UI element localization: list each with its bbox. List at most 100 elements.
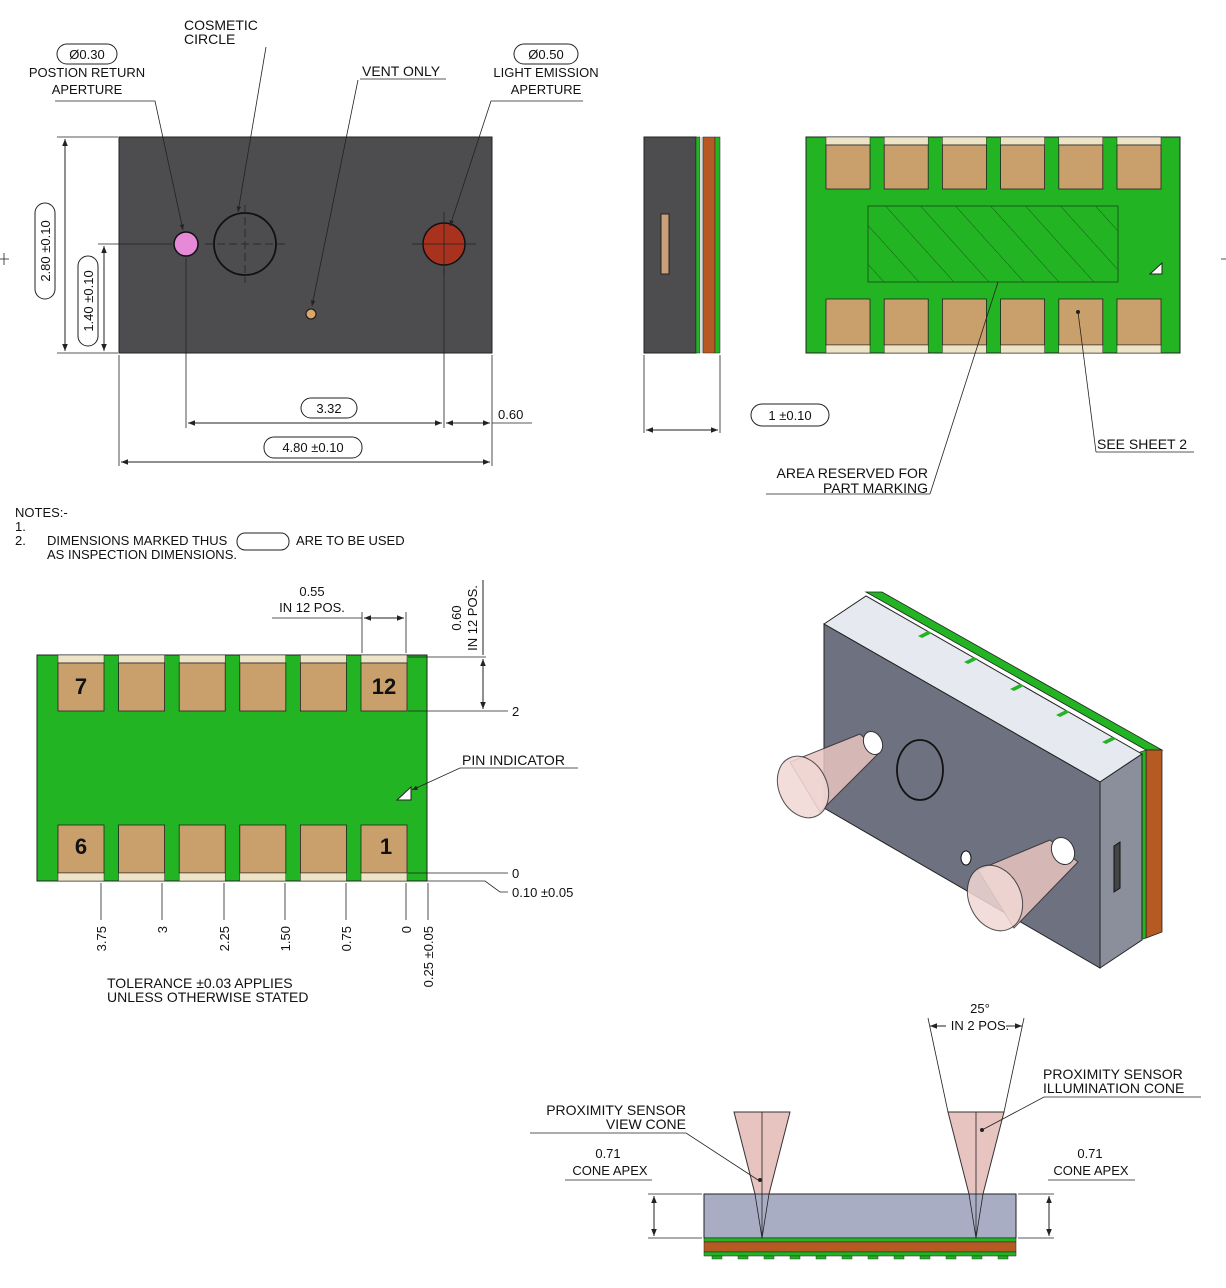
pad (360, 824, 408, 874)
dim-thickness: 1 ±0.10 (768, 408, 811, 423)
pad (883, 298, 929, 346)
apex-right-lbl: CONE APEX (1053, 1163, 1128, 1178)
pad (1000, 298, 1045, 346)
cone-angle: 25° (970, 1001, 990, 1016)
pad-edge (789, 1255, 801, 1260)
pin-6: 6 (75, 834, 87, 859)
pad-edge (57, 872, 105, 882)
apex-right-val: 0.71 (1077, 1146, 1102, 1161)
pad (299, 662, 347, 712)
position-return-dia: Ø0.30 (69, 47, 104, 62)
pad-edge (997, 1255, 1009, 1260)
pad-edge (178, 872, 226, 882)
pad-edge (118, 872, 165, 882)
isometric-view (776, 591, 1164, 969)
part-marking-area (867, 205, 1119, 283)
pad-len: 0.60 (449, 605, 464, 630)
pad-edge (1116, 344, 1162, 354)
footprint-pads (57, 654, 408, 882)
light-emission-dia: Ø0.50 (528, 47, 563, 62)
pin-1: 1 (380, 834, 392, 859)
note-2-text-a: DIMENSIONS MARKED THUS (47, 533, 228, 548)
apex-left-val: 0.71 (595, 1146, 620, 1161)
pad (239, 662, 287, 712)
cone-view-body (703, 1193, 1017, 1239)
pad-edge (1000, 344, 1045, 354)
pad (118, 824, 165, 874)
pad-edge (737, 1255, 749, 1260)
pad (118, 662, 165, 712)
pad (942, 298, 987, 346)
dim-width: 4.80 ±0.10 (282, 440, 343, 455)
pad-edge (883, 136, 929, 146)
note-2-text-c: AS INSPECTION DIMENSIONS. (47, 547, 237, 562)
pad (1058, 298, 1104, 346)
pad-edge (825, 136, 871, 146)
pad-edge (711, 1255, 723, 1260)
position-return-aperture (173, 231, 199, 257)
pad (825, 298, 871, 346)
pad-edge (942, 136, 987, 146)
x-ordinate-label: 1.50 (278, 926, 293, 951)
bottom-view-pads (825, 136, 1162, 354)
apex-left-lbl: CONE APEX (572, 1163, 647, 1178)
pad-edge (239, 872, 287, 882)
x-ordinate-label: 3 (155, 926, 170, 933)
pad-edge (919, 1255, 931, 1260)
pad-edge (1058, 136, 1104, 146)
pin-indicator-mark (395, 785, 412, 801)
pad-edge (118, 654, 165, 664)
y-offset: 0.10 ±0.05 (512, 885, 573, 900)
dim-half-height: 1.40 ±0.10 (81, 270, 96, 331)
pad-edge (971, 1255, 983, 1260)
x-ordinate-label: 2.25 (217, 926, 232, 951)
pad-edge (300, 872, 347, 882)
note-2-num: 2. (15, 533, 26, 548)
pad-width-qty: IN 12 POS. (279, 600, 345, 615)
pad-edge (239, 654, 287, 664)
vent-only-label: VENT ONLY (362, 63, 441, 79)
notes-title: NOTES:- (15, 505, 68, 520)
pad (360, 662, 408, 712)
pad-edge (942, 344, 987, 354)
pad (299, 824, 347, 874)
footprint-view: 7 12 6 1 PIN INDICATOR 0.55 IN 12 POS. 0… (36, 580, 578, 1005)
pad-len-qty: IN 12 POS. (465, 585, 480, 651)
pad (178, 662, 226, 712)
note-2-text-b: ARE TO BE USED (296, 533, 405, 548)
y-ordinate-0: 0 (512, 866, 519, 881)
pad-edge (178, 654, 226, 664)
iso-vent-hole (960, 850, 972, 866)
pad-edge (893, 1255, 905, 1260)
notes: NOTES:- 1. 2. DIMENSIONS MARKED THUS ARE… (15, 505, 405, 562)
dim-060: 0.60 (498, 407, 523, 422)
x-ordinate-label: 0 (399, 926, 414, 933)
pad (1116, 298, 1162, 346)
note-1: 1. (15, 519, 26, 534)
side-body (643, 136, 697, 354)
pad-edge (945, 1255, 957, 1260)
pad (57, 824, 105, 874)
pad (1000, 144, 1045, 190)
cone-angle-qty: IN 2 POS. (951, 1018, 1010, 1033)
pad (883, 144, 929, 190)
pad-edge (360, 872, 408, 882)
see-sheet-label: SEE SHEET 2 (1097, 436, 1187, 452)
pad-edge (1000, 136, 1045, 146)
x-ordinate-label: 0.25 ±0.05 (421, 926, 436, 987)
pad (1058, 144, 1104, 190)
pad (239, 824, 287, 874)
side-view: 1 ±0.10 (643, 136, 830, 433)
